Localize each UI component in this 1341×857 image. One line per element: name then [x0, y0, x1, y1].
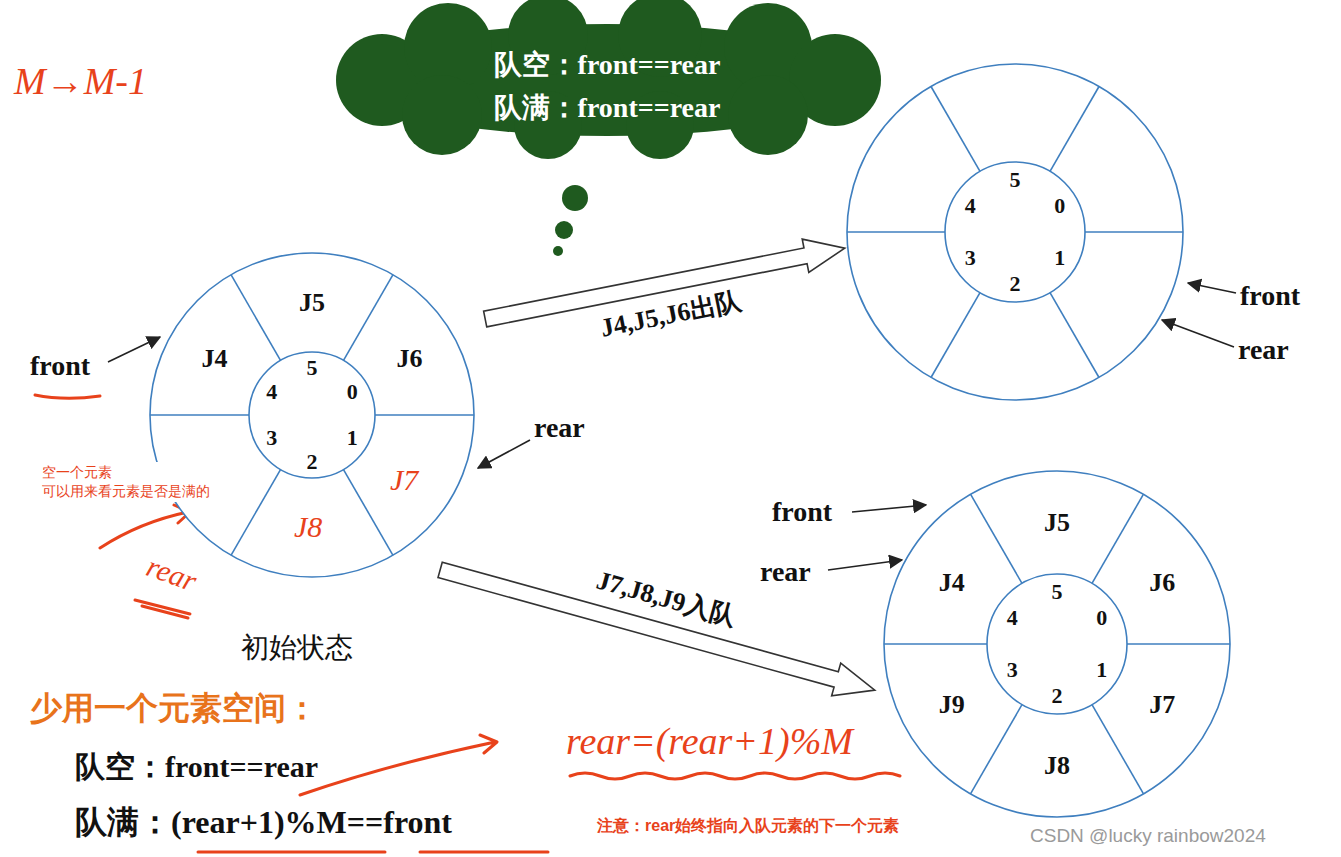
pointer-label: rear [1238, 336, 1289, 364]
hand-underline [135, 600, 190, 618]
ring-outline [845, 62, 1185, 402]
slot-index: 4 [1007, 607, 1018, 629]
slot-divider [231, 275, 281, 361]
section-heading: 少用一个元素空间： [30, 692, 318, 724]
slot-divider [1050, 293, 1099, 378]
ring-inner [945, 162, 1085, 302]
slot-index: 1 [347, 427, 358, 449]
slot-divider [1092, 494, 1144, 583]
slot-index: 2 [1052, 685, 1063, 707]
slot-index: 0 [1096, 607, 1107, 629]
slot-index: 4 [266, 381, 277, 403]
hand-arrow [300, 735, 497, 795]
queue-element: J5 [1044, 510, 1070, 536]
slot-index: 2 [307, 451, 318, 473]
pointer-label: rear [760, 558, 811, 586]
slot-index: 0 [347, 381, 358, 403]
queue-ring: J5J4 J6J9 J7J8 5 4 0 3 1 2 [882, 469, 1232, 819]
hand-squiggle [570, 773, 900, 779]
leader-line [828, 560, 902, 570]
slot-index: 0 [1054, 195, 1065, 217]
slot-divider [1050, 87, 1099, 172]
queue-element: J7 [1149, 692, 1175, 718]
leader-line [478, 440, 530, 468]
formula: 队满：(rear+1)%M==front [75, 806, 452, 838]
queue-element: J6 [396, 346, 422, 372]
queue-ring: J5J6J4J7J8540312初始状态 [148, 251, 476, 579]
thought-cloud: 队空：front==rear 队满：front==rear [320, 5, 895, 150]
hand-formula: rear=(rear+1)%M [566, 722, 853, 760]
queue-element: J4 [939, 570, 965, 596]
slot-divider [231, 470, 281, 556]
queue-element: J9 [939, 692, 965, 718]
slot-index: 1 [1054, 247, 1065, 269]
formula: 队空：front==rear [75, 752, 318, 782]
leader-line [108, 337, 160, 362]
slot-divider [931, 293, 980, 378]
ring-inner [249, 352, 375, 478]
edge-label: J7,J8,J9入队 [594, 568, 739, 631]
slot-divider [344, 275, 394, 361]
slot-index: 5 [1052, 581, 1063, 603]
slot-index: 5 [1010, 169, 1021, 191]
cloud-text: 队满：front==rear [494, 94, 721, 122]
slot-divider [971, 494, 1023, 583]
slot-index: 2 [1010, 273, 1021, 295]
queue-element: J5 [299, 290, 325, 316]
note: 注意：rear始终指向入队元素的下一个元素 [597, 818, 899, 834]
ring-inner [987, 574, 1127, 714]
slot-divider [931, 87, 980, 172]
hand-underline [35, 395, 100, 398]
state-caption: 初始状态 [241, 634, 353, 662]
handwritten-marks [35, 395, 900, 852]
queue-element: J6 [1149, 570, 1175, 596]
slot-divider [884, 643, 987, 645]
slot-divider [1085, 231, 1183, 233]
slot-index: 5 [307, 357, 318, 379]
cloud-shape [336, 0, 881, 256]
queue-element: J7 [390, 465, 418, 495]
queue-element: J8 [294, 512, 322, 542]
slot-index: 3 [965, 247, 976, 269]
pointer-label: front [772, 498, 832, 526]
slot-index: 3 [1007, 659, 1018, 681]
slot-index: 4 [965, 195, 976, 217]
slot-divider [971, 705, 1023, 794]
leader-line [1188, 283, 1236, 293]
slot-divider [375, 414, 474, 416]
leader-line [1162, 320, 1234, 347]
ring-outer [150, 253, 474, 577]
watermark: CSDN @lucky rainbow2024 [1030, 826, 1266, 845]
pointer-label: front [30, 352, 90, 380]
slot-divider [150, 414, 249, 416]
queue-element: J8 [1044, 753, 1070, 779]
note: 空一个元素 可以用来看元素是否是满的 [40, 462, 216, 502]
ring-outer [884, 471, 1230, 817]
slot-divider [1092, 705, 1144, 794]
hand-note: M→M-1 [14, 62, 147, 100]
slot-divider [847, 231, 945, 233]
pointer-label: front [1240, 282, 1300, 310]
edge-label: J4,J5,J6出队 [598, 288, 743, 341]
pointer-label: rear [534, 414, 585, 442]
slot-divider [1127, 643, 1230, 645]
queue-ring: 5 4 0 3 1 2 [845, 62, 1185, 402]
hand-note: rear [143, 551, 201, 596]
hand-underline [198, 851, 548, 854]
slot-divider [344, 470, 394, 556]
cloud-text: 队空：front==rear [494, 51, 721, 79]
queue-element: J4 [202, 346, 228, 372]
ring-outer [847, 64, 1183, 400]
slot-index: 1 [1096, 659, 1107, 681]
slot-index: 3 [266, 427, 277, 449]
leader-line [852, 505, 926, 512]
hand-arrow [100, 505, 190, 548]
